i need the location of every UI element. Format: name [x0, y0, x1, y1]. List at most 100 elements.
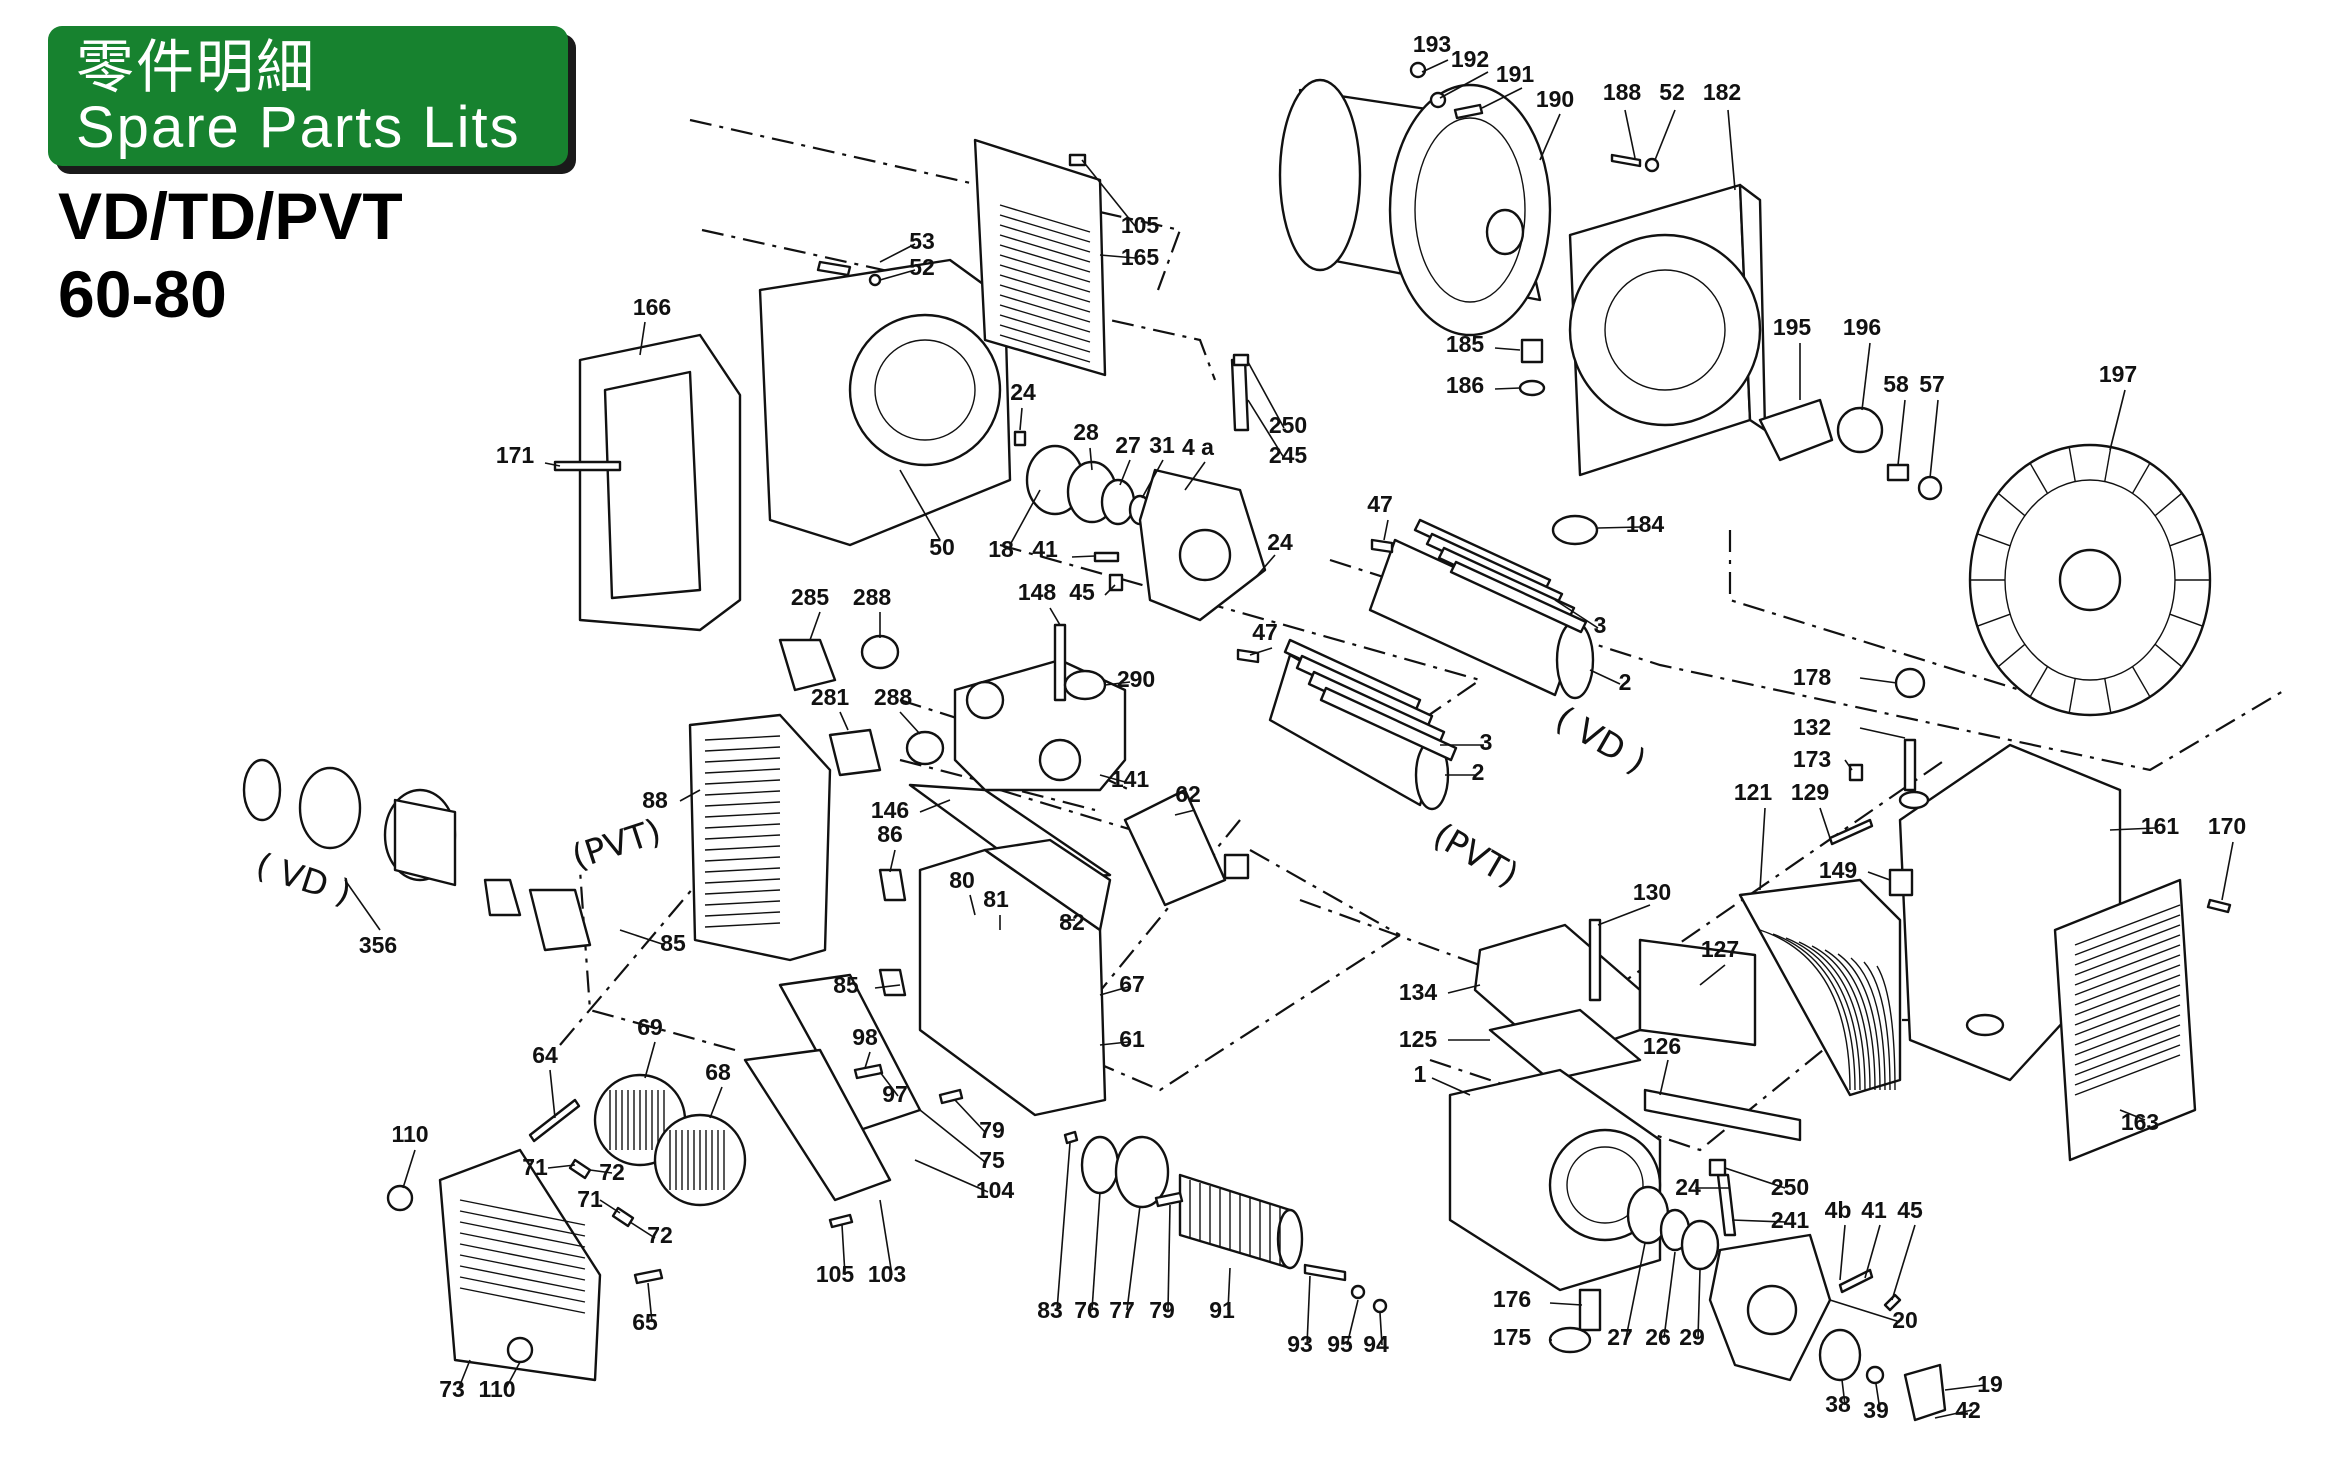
leader-line — [879, 269, 916, 281]
coupling-195 — [1758, 398, 1834, 462]
cover-slat — [459, 1199, 586, 1226]
fan-blade — [2104, 446, 2112, 482]
end-cover-bore — [1178, 528, 1232, 582]
part-label-4b: 4b — [1825, 1197, 1852, 1223]
part-label-26: 26 — [1645, 1324, 1671, 1350]
part-label-71b: 71 — [577, 1186, 603, 1212]
housing-bore — [1568, 233, 1762, 427]
fan-blade — [1976, 613, 2011, 627]
fan-hub — [2058, 548, 2122, 612]
part-label-83: 83 — [1037, 1297, 1063, 1323]
cooler-fin — [1863, 961, 1891, 1091]
leader-line — [1119, 459, 1131, 486]
leader-line — [2221, 841, 2234, 901]
leader-line — [647, 1282, 653, 1323]
box-88-grid — [704, 812, 781, 818]
housing-61-top — [983, 838, 1112, 932]
part-label-176: 176 — [1493, 1286, 1531, 1312]
bolt-129 — [1828, 818, 1874, 846]
model-range: 60-80 — [58, 257, 227, 331]
grille-163-slat — [2074, 1044, 2181, 1086]
leader-line — [899, 711, 921, 735]
part-label-45b: 45 — [1897, 1197, 1923, 1223]
part-label-281: 281 — [811, 684, 850, 710]
plate-132 — [1898, 790, 1930, 810]
washer-95 — [1350, 1284, 1366, 1300]
part-label-3b: 3 — [1480, 729, 1493, 755]
part-label-85b: 85 — [833, 972, 859, 998]
leader-line — [1227, 1267, 1231, 1311]
leader-line — [919, 1109, 986, 1163]
pin-83 — [1063, 1130, 1079, 1145]
part-label-188: 188 — [1603, 79, 1642, 105]
part-label-18: 18 — [988, 536, 1014, 562]
fan-blade — [2169, 533, 2204, 547]
leader-line — [1099, 986, 1129, 996]
grille-163-slat — [2074, 1004, 2181, 1046]
screw-98 — [853, 1063, 884, 1080]
part-label-191: 191 — [1496, 61, 1535, 87]
cooler-fin — [1837, 953, 1881, 1091]
square-marker — [1223, 853, 1250, 880]
leader-line — [1099, 774, 1126, 783]
part-label-110b: 110 — [478, 1376, 515, 1402]
gasket-126 — [1643, 1088, 1802, 1142]
part-label-4a: 4 a — [1182, 434, 1214, 460]
leader-line — [839, 711, 849, 731]
grille-slat — [999, 224, 1091, 253]
cooler-fin — [1798, 941, 1866, 1091]
assembly-guide-line — [701, 228, 1217, 381]
leader-line — [1659, 1059, 1669, 1096]
variant-label-pvt2: (PVT) — [1426, 815, 1525, 895]
vane-3 — [1449, 560, 1588, 634]
leader-line — [629, 1221, 656, 1239]
leader-line — [1104, 584, 1116, 596]
grille-163-slat — [2074, 954, 2181, 996]
cooler-fin — [1876, 965, 1896, 1091]
grille-163-slat — [2074, 934, 2181, 976]
part-label-61: 61 — [1119, 1026, 1145, 1052]
assembly-guide-line — [1249, 849, 1401, 936]
mount-175 — [1548, 1326, 1592, 1354]
title-english: Spare Parts Lits — [76, 95, 521, 160]
grille-163-slat — [2074, 924, 2181, 966]
leader-line — [1549, 1302, 1583, 1306]
rotor-vd-end — [1555, 620, 1595, 700]
leader-line — [1929, 399, 1939, 479]
part-label-65: 65 — [632, 1309, 658, 1335]
leader-line — [1891, 1224, 1916, 1301]
leader-line — [1306, 1275, 1311, 1346]
leader-line — [1421, 59, 1449, 73]
grille-163-slat — [2074, 1054, 2181, 1096]
seal-27 — [1100, 478, 1136, 526]
part-label-41a: 41 — [1032, 536, 1058, 562]
screw-24 — [1013, 430, 1027, 447]
leader-line — [1174, 809, 1196, 816]
cover-73 — [438, 1148, 602, 1382]
leader-line — [1819, 807, 1831, 839]
end-cover-4b-bore — [1746, 1284, 1798, 1336]
leader-line — [1081, 159, 1136, 227]
part-label-42: 42 — [1955, 1397, 1981, 1423]
leader-line — [1539, 113, 1561, 161]
leader-lines — [344, 59, 2234, 1419]
leader-line — [1019, 407, 1023, 431]
fan-blade — [2029, 666, 2049, 698]
leader-line — [547, 1164, 576, 1169]
part-label-39: 39 — [1863, 1397, 1889, 1423]
plug-250 — [1232, 353, 1250, 367]
leader-line — [639, 321, 646, 356]
motor-flange-inner — [1414, 117, 1526, 303]
part-label-47a: 47 — [1367, 491, 1393, 517]
part-label-285: 285 — [791, 584, 830, 610]
title-banner: 零件明細 Spare Parts Lits — [48, 26, 568, 166]
part-label-241: 241 — [1771, 1207, 1810, 1233]
part-label-85a: 85 — [660, 930, 686, 956]
part-label-31: 31 — [1149, 432, 1175, 458]
part-label-195: 195 — [1773, 314, 1812, 340]
part-label-178: 178 — [1793, 664, 1832, 690]
cooler-fin — [1824, 949, 1876, 1091]
part-label-175: 175 — [1493, 1324, 1532, 1350]
assembly-guide-line — [1089, 934, 1401, 1092]
part-label-186: 186 — [1446, 372, 1484, 398]
